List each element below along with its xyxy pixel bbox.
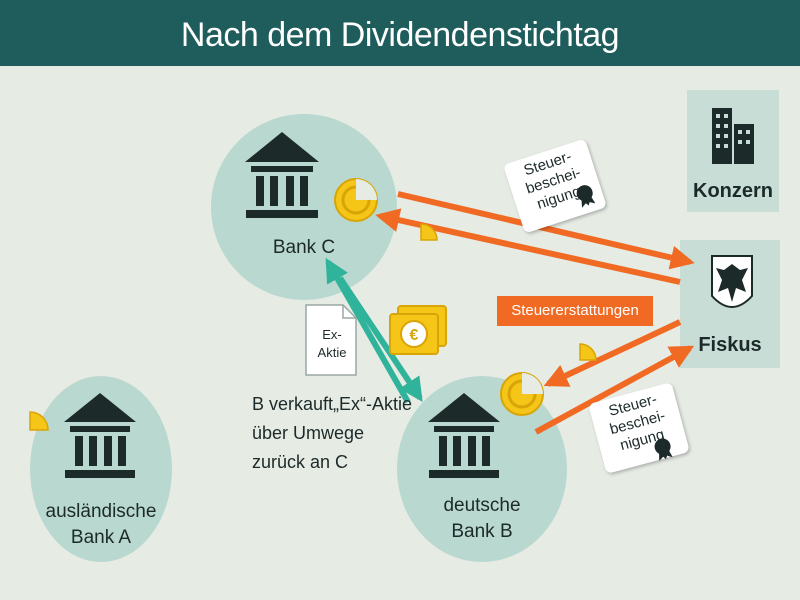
konzern-label: Konzern [693,180,773,202]
seal-icon [654,438,673,461]
federal-eagle-icon [711,255,753,308]
bank-building-icon [64,393,136,478]
arrow-bank-c-to-bank-b [337,276,423,402]
svg-text:€: € [410,327,419,344]
seal-icon [576,185,596,208]
bank-a-label-line1: ausländische [45,501,157,522]
fiskus-label: Fiskus [698,334,762,356]
ex-aktie-label-line1: Ex- [322,327,342,342]
coin-icon [29,411,49,431]
coin-icon [334,178,378,222]
page-title: Nach dem Dividendenstichtag [180,16,620,54]
arrow-fiskus-to-bank-b [543,319,682,387]
arrow-bank-b-to-fiskus [534,345,695,435]
document-icon [305,304,357,376]
tax-certificate-bottom: Steuer- beschei- nigung [588,382,690,474]
bank-b-label-line1: deutsche [443,495,521,516]
steuererstattungen-tag: Steuererstattungen [497,296,653,326]
transfer-note-line1: B verkauft„Ex“-Aktie [252,394,413,414]
ex-aktie-label-line2: Aktie [317,345,347,360]
coin-icon [579,343,597,361]
bank-building-icon [245,132,319,218]
coin-icon [500,372,544,416]
transfer-note-line2: über Umwege [252,423,365,443]
banknote-euro-icon: € [389,305,447,355]
coin-icon [420,223,438,241]
arrow-bank-b-to-bank-c [325,257,411,404]
office-buildings-icon [712,108,754,164]
konzern-box [687,90,779,212]
transfer-note-line3: zurück an C [252,452,349,472]
bank-b-label-line2: Bank B [451,521,513,542]
bank-building-icon [428,393,500,478]
tax-certificate-top: Steuer- beschei- nigung [502,138,608,234]
arrow-bank-c-to-fiskus [397,191,695,270]
bank-a-label-line2: Bank A [70,527,132,548]
bank-c-label: Bank C [272,237,336,258]
title-bar [0,0,800,66]
